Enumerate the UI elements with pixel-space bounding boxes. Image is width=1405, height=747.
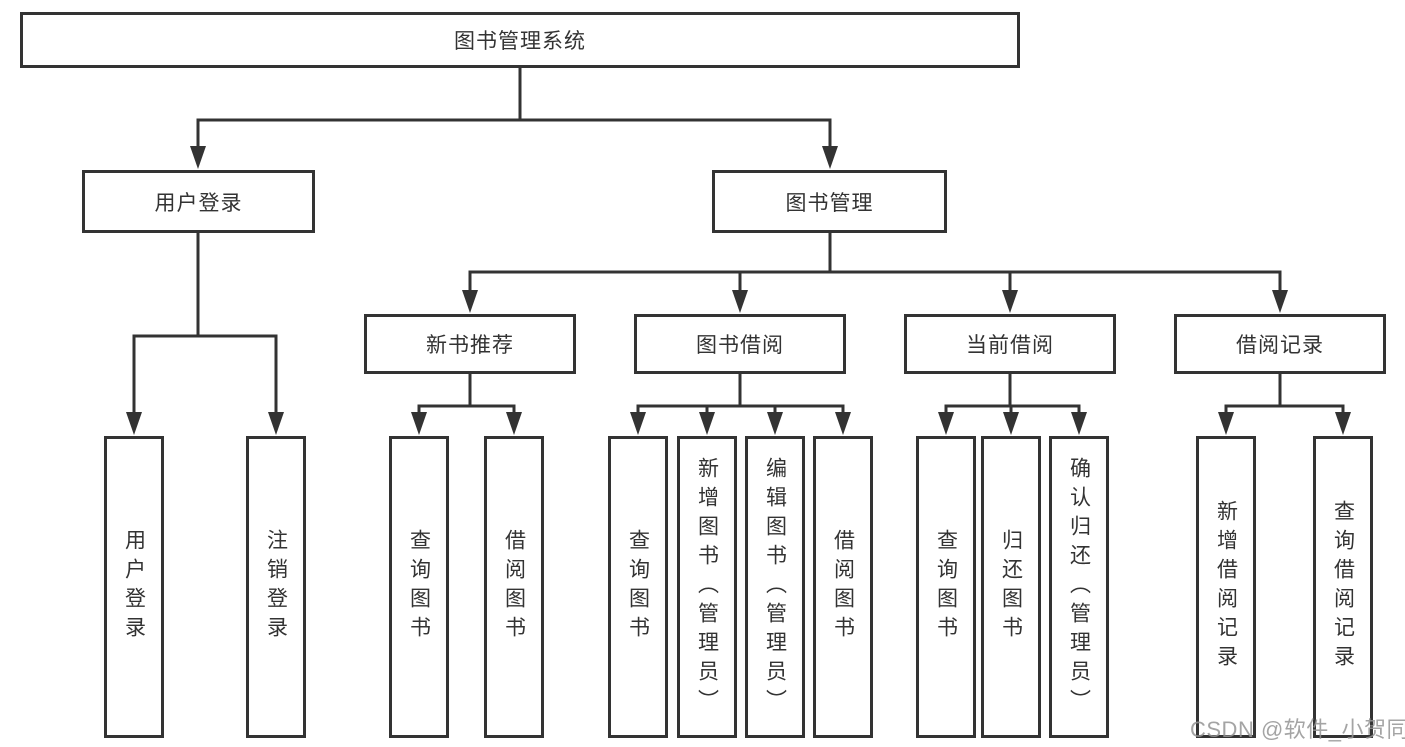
- leaf-label: 查询图书: [407, 529, 431, 645]
- leaf-borrow-books-recommend: 借阅图书: [484, 436, 544, 738]
- leaf-query-borrow-record: 查询借阅记录: [1313, 436, 1373, 738]
- edge-new-book-recommend-to-leaves: [411, 372, 522, 435]
- leaf-add-books-admin: 新增图书（管理员）: [677, 436, 737, 738]
- leaf-borrow-books: 借阅图书: [813, 436, 873, 738]
- leaf-add-borrow-record: 新增借阅记录: [1196, 436, 1256, 738]
- leaf-label: 归还图书: [999, 529, 1023, 645]
- leaf-label: 查询图书: [626, 529, 650, 645]
- node-label: 图书借阅: [696, 334, 784, 357]
- edge-current-borrow-to-leaves: [938, 372, 1087, 435]
- leaf-label: 查询借阅记录: [1331, 500, 1355, 674]
- leaf-label: 用户登录: [122, 529, 146, 645]
- leaf-label: 注销登录: [264, 529, 288, 645]
- node-label: 新书推荐: [426, 334, 514, 357]
- edge-book-borrow-to-leaves: [630, 372, 851, 435]
- leaf-label: 借阅图书: [831, 529, 855, 645]
- edge-book-management-to-level3: [462, 231, 1288, 313]
- leaf-edit-books-admin: 编辑图书（管理员）: [745, 436, 805, 738]
- node-user-login: 用户登录: [82, 170, 315, 233]
- node-new-book-recommend: 新书推荐: [364, 314, 576, 374]
- node-current-borrow: 当前借阅: [904, 314, 1116, 374]
- node-borrow-records: 借阅记录: [1174, 314, 1386, 374]
- node-label: 图书管理系统: [454, 30, 586, 53]
- node-label: 当前借阅: [966, 334, 1054, 357]
- leaf-label: 查询图书: [934, 529, 958, 645]
- edge-borrow-records-to-leaves: [1218, 372, 1351, 435]
- leaf-label: 编辑图书（管理员）: [763, 456, 787, 718]
- node-book-borrow: 图书借阅: [634, 314, 846, 374]
- node-label: 图书管理: [785, 191, 874, 215]
- node-book-management: 图书管理: [712, 170, 947, 233]
- leaf-logout: 注销登录: [246, 436, 306, 738]
- leaf-label: 新增借阅记录: [1214, 500, 1238, 674]
- leaf-label: 确认归还（管理员）: [1067, 456, 1091, 718]
- edge-root-to-level2: [190, 66, 838, 169]
- node-label: 用户登录: [154, 191, 243, 215]
- leaf-confirm-return-admin: 确认归还（管理员）: [1049, 436, 1109, 738]
- leaf-return-books: 归还图书: [981, 436, 1041, 738]
- leaf-user-login: 用户登录: [104, 436, 164, 738]
- leaf-query-books-borrow: 查询图书: [608, 436, 668, 738]
- csdn-watermark: CSDN @软件_小贺同学: [1190, 717, 1405, 742]
- leaf-label: 借阅图书: [502, 529, 526, 645]
- node-library-system: 图书管理系统: [20, 12, 1020, 68]
- edge-user-login-to-leaves: [126, 231, 284, 435]
- leaf-query-books-current: 查询图书: [916, 436, 976, 738]
- leaf-query-books-recommend: 查询图书: [389, 436, 449, 738]
- leaf-label: 新增图书（管理员）: [695, 456, 719, 718]
- node-label: 借阅记录: [1236, 334, 1324, 357]
